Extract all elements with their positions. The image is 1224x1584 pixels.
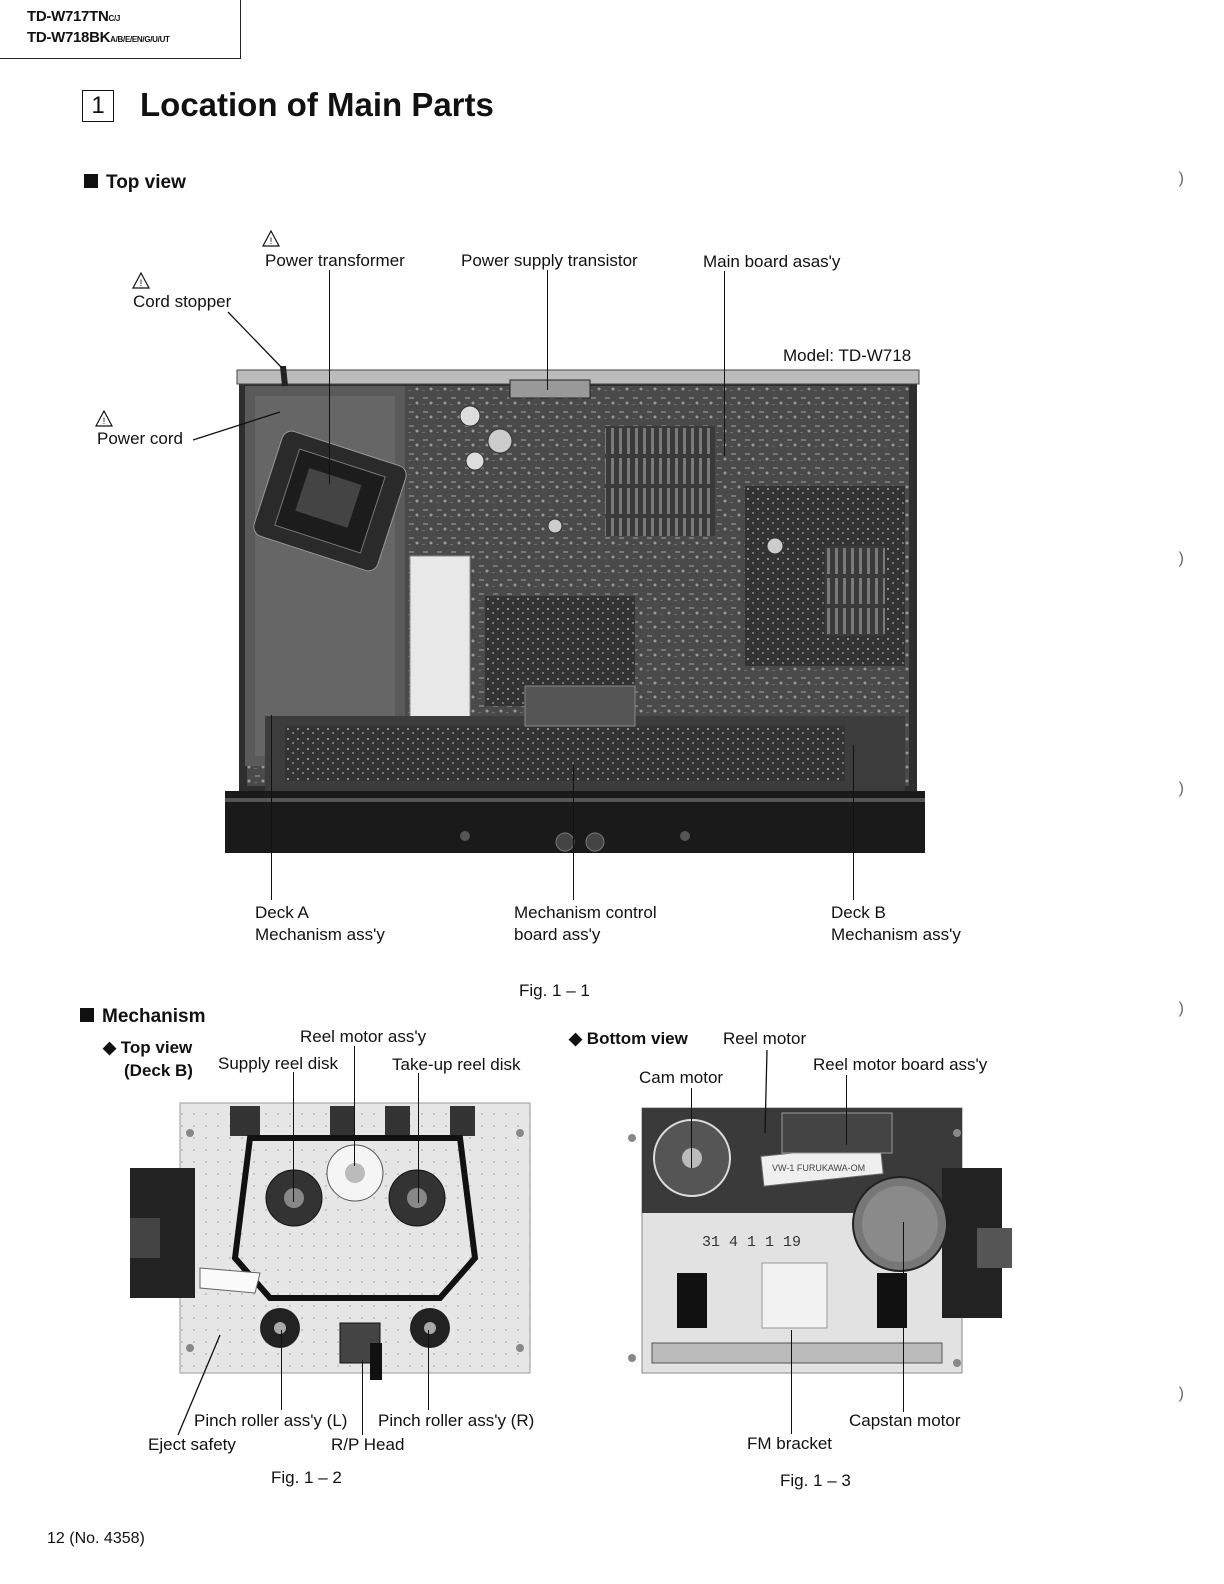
label-power-supply-transistor: Power supply transistor bbox=[461, 251, 638, 270]
pointer-line bbox=[846, 1075, 848, 1145]
scan-binding-mark: ) bbox=[1178, 1385, 1184, 1402]
square-bullet-icon bbox=[84, 174, 98, 188]
label-eject-safety: Eject safety bbox=[148, 1435, 236, 1454]
scan-binding-mark: ) bbox=[1178, 550, 1184, 567]
pointer-line bbox=[281, 1330, 283, 1410]
label-cam-motor: Cam motor bbox=[639, 1068, 724, 1087]
page-title: Location of Main Parts bbox=[140, 86, 494, 123]
pointer-line bbox=[354, 1046, 356, 1166]
model-header: TD-W717TNC/J TD-W718BKA/B/E/EN/G/U/UT bbox=[0, 0, 241, 59]
pointer-line bbox=[691, 1088, 693, 1168]
label-capstan-motor: Capstan motor bbox=[849, 1411, 961, 1430]
flex-cable-label: VW-1 FURUKAWA-OM bbox=[772, 1163, 865, 1173]
label-power-cord: Power cord bbox=[97, 429, 183, 448]
pointer-line bbox=[764, 1049, 768, 1134]
top-view-photo bbox=[225, 366, 925, 862]
svg-text:!: ! bbox=[103, 416, 106, 426]
scan-binding-mark: ) bbox=[1178, 1000, 1184, 1017]
pointer-line bbox=[547, 270, 549, 390]
square-bullet-icon bbox=[80, 1008, 94, 1022]
model-name-1: TD-W717TN bbox=[27, 8, 109, 25]
svg-text:!: ! bbox=[270, 236, 273, 246]
deck-b-top-photo bbox=[130, 1098, 535, 1380]
figure-caption-2: Fig. 1 – 2 bbox=[271, 1468, 342, 1487]
warning-icon: ! bbox=[132, 272, 150, 289]
warning-icon: ! bbox=[262, 230, 280, 247]
label-pinch-roller-l: Pinch roller ass'y (L) bbox=[194, 1411, 348, 1430]
mechanism-heading: Mechanism bbox=[80, 1006, 205, 1028]
label-reel-motor-assy: Reel motor ass'y bbox=[300, 1027, 427, 1046]
pointer-line bbox=[329, 270, 331, 484]
model-name-2: TD-W718BK bbox=[27, 29, 111, 46]
label-reel-motor-board: Reel motor board ass'y bbox=[813, 1055, 988, 1074]
top-view-heading: Top view bbox=[84, 172, 186, 194]
pointer-line bbox=[192, 311, 283, 441]
label-cord-stopper: Cord stopper bbox=[133, 292, 232, 311]
warning-icon: ! bbox=[95, 410, 113, 427]
pointer-line bbox=[177, 1334, 221, 1436]
pointer-line bbox=[573, 765, 575, 900]
pointer-line bbox=[271, 715, 273, 900]
bottom-view-heading: ◆ Bottom view bbox=[569, 1029, 688, 1048]
pointer-line bbox=[724, 271, 726, 456]
figure-caption-3: Fig. 1 – 3 bbox=[780, 1471, 851, 1490]
photo-serial-number: 31 4 1 1 19 bbox=[702, 1234, 801, 1251]
scan-binding-mark: ) bbox=[1178, 170, 1184, 187]
label-reel-motor: Reel motor bbox=[723, 1029, 807, 1048]
pointer-line bbox=[853, 745, 855, 900]
figure-caption-1: Fig. 1 – 1 bbox=[519, 981, 590, 1000]
model-suffix-2: A/B/E/EN/G/U/UT bbox=[110, 35, 170, 44]
label-takeup-reel-disk: Take-up reel disk bbox=[392, 1055, 521, 1074]
page-number: 12 (No. 4358) bbox=[47, 1530, 145, 1547]
deck-bottom-photo: VW-1 FURUKAWA-OM 31 4 1 1 19 bbox=[622, 1098, 1017, 1380]
pointer-line bbox=[293, 1072, 295, 1202]
scan-binding-mark: ) bbox=[1178, 780, 1184, 797]
section-number: 1 bbox=[82, 90, 114, 122]
label-power-transformer: Power transformer bbox=[265, 251, 405, 270]
diamond-bullet-icon: ◆ bbox=[569, 1029, 587, 1048]
mech-top-view-heading: ◆ Top view (Deck B) bbox=[103, 1038, 193, 1080]
label-supply-reel-disk: Supply reel disk bbox=[218, 1054, 339, 1073]
label-main-board: Main board asas'y bbox=[703, 252, 841, 271]
model-suffix-1: C/J bbox=[108, 14, 121, 23]
pointer-line bbox=[791, 1330, 793, 1434]
pointer-line bbox=[418, 1073, 420, 1203]
label-fm-bracket: FM bracket bbox=[747, 1434, 833, 1453]
label-rp-head: R/P Head bbox=[331, 1435, 405, 1454]
pointer-line bbox=[428, 1330, 430, 1410]
pointer-line bbox=[362, 1360, 364, 1435]
label-pinch-roller-r: Pinch roller ass'y (R) bbox=[378, 1411, 535, 1430]
label-model: Model: TD-W718 bbox=[783, 346, 912, 365]
pointer-line bbox=[903, 1222, 905, 1412]
diamond-bullet-icon: ◆ bbox=[103, 1038, 121, 1057]
svg-text:!: ! bbox=[140, 278, 143, 288]
